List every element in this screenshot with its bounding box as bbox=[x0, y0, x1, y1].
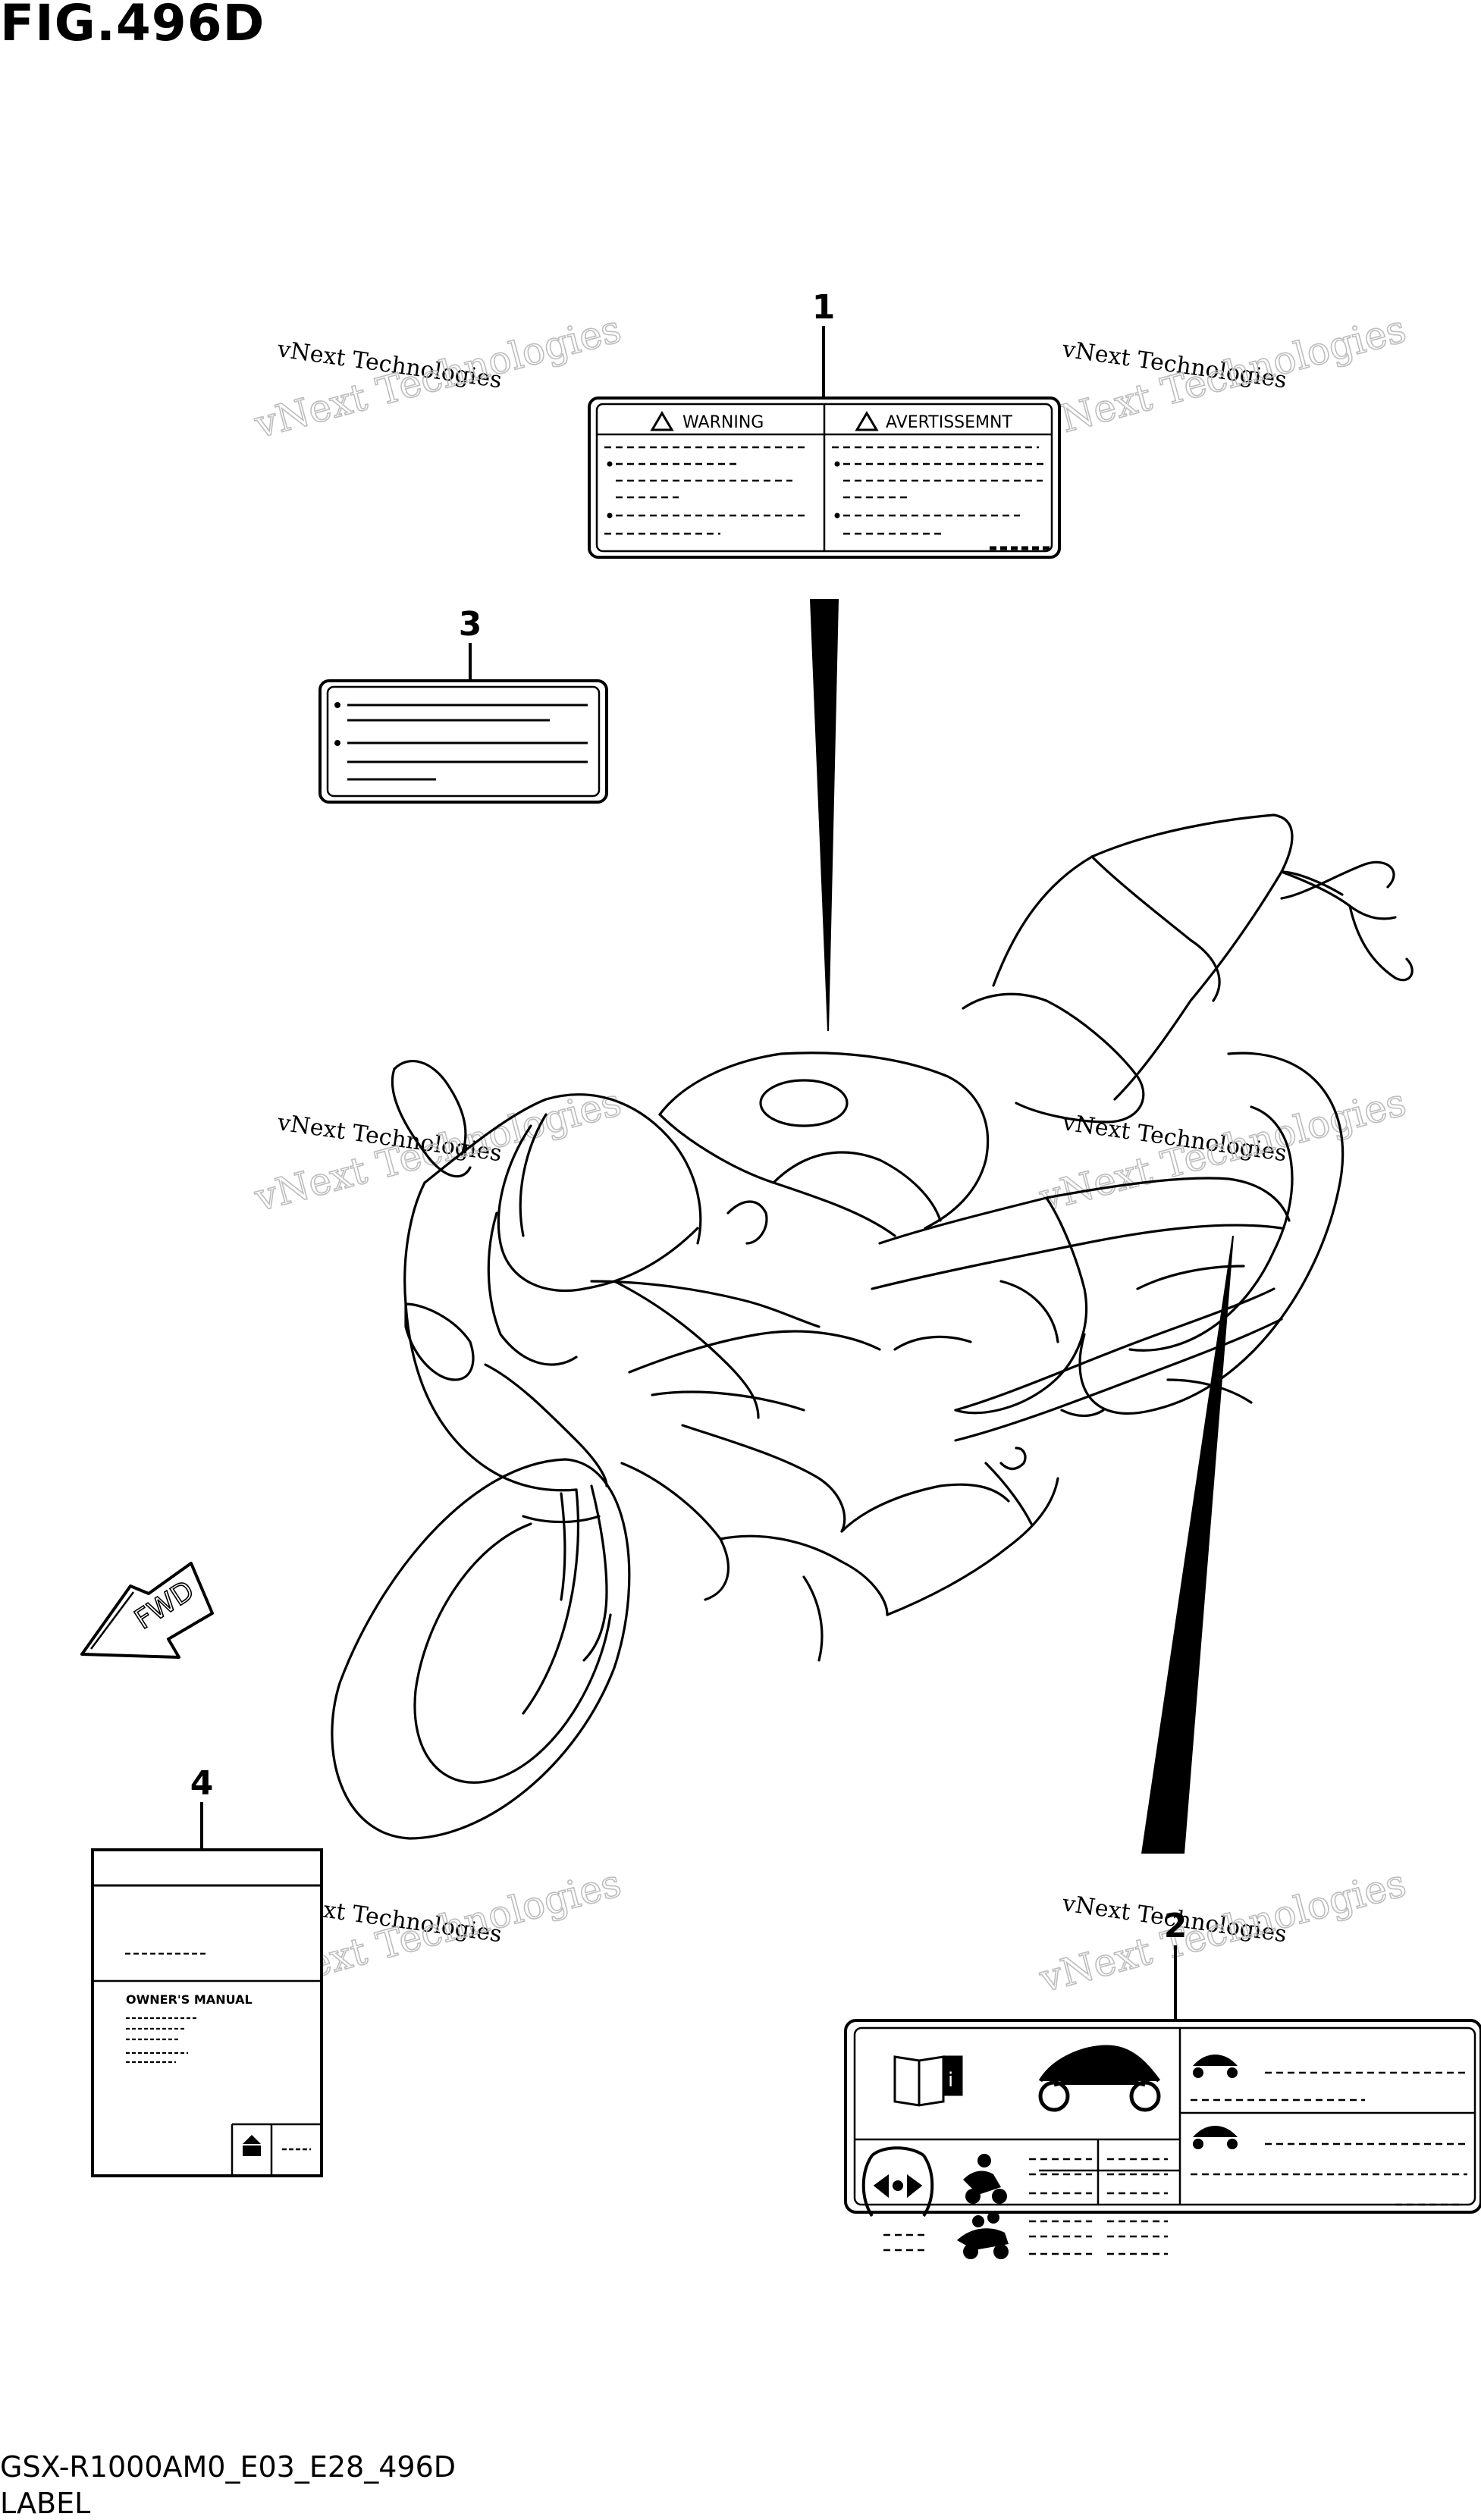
manual-book-icon: i bbox=[893, 2055, 963, 2107]
watermark-text-large: vNext Technologies bbox=[1034, 307, 1410, 447]
warning-triangle-icon bbox=[650, 411, 674, 431]
callout-number-1: 1 bbox=[812, 288, 836, 327]
rider-passenger-icon bbox=[957, 2211, 1009, 2259]
watermark-text-large: vNext Technologies bbox=[1034, 1861, 1410, 2001]
watermark-text-large: vNext Technologies bbox=[249, 307, 626, 447]
manual-logo-icon bbox=[243, 2135, 261, 2156]
watermark: vNext Technologies vNext Technologies bbox=[249, 306, 626, 447]
leader-wedge-1 bbox=[810, 599, 839, 1031]
watermark-text-large: vNext Technologies bbox=[249, 1080, 626, 1221]
figure-title: FIG.496D bbox=[0, 0, 265, 52]
avertissement-heading: AVERTISSEMNT bbox=[886, 413, 1012, 432]
owners-manual-booklet-4: OWNER'S MANUAL bbox=[91, 1848, 323, 2177]
forward-direction-arrow: FWD bbox=[80, 1562, 214, 1659]
watermark: vNext Technologies vNext Technologies bbox=[1034, 306, 1410, 447]
warning-label-1: WARNING AVERTISSEMNT bbox=[588, 396, 1061, 559]
figure-name: LABEL bbox=[0, 2487, 91, 2520]
watermark: vNext Technologies vNext Technologies bbox=[249, 1080, 626, 1221]
callout-number-4: 4 bbox=[190, 1764, 214, 1803]
svg-text:i: i bbox=[948, 2069, 953, 2092]
warning-heading: WARNING bbox=[682, 413, 764, 432]
motorcycle-icon bbox=[1193, 2055, 1238, 2078]
callout-number-2: 2 bbox=[1164, 1907, 1188, 1945]
watermark: vNext Technologies vNext Technologies bbox=[1034, 1080, 1410, 1221]
tire-pressure-icon bbox=[861, 2146, 934, 2218]
watermark: vNext Technologies vNext Technologies bbox=[1034, 1860, 1410, 2001]
rider-icon bbox=[963, 2154, 1007, 2204]
motorcycle-icon bbox=[1193, 2126, 1238, 2149]
leader-wedge-2 bbox=[1141, 1236, 1234, 1854]
warning-triangle-icon bbox=[855, 411, 879, 431]
motorcycle-outline bbox=[331, 813, 1414, 1840]
motorcycle-icon bbox=[1038, 2045, 1161, 2112]
tire-information-label-2: i bbox=[844, 2019, 1481, 2259]
watermark-text-large: vNext Technologies bbox=[1034, 1080, 1410, 1221]
figure-code: GSX-R1000AM0_E03_E28_496D bbox=[0, 2450, 457, 2484]
caution-label-3 bbox=[318, 679, 608, 804]
manual-title: OWNER'S MANUAL bbox=[126, 1992, 253, 2007]
callout-number-3: 3 bbox=[459, 605, 482, 644]
